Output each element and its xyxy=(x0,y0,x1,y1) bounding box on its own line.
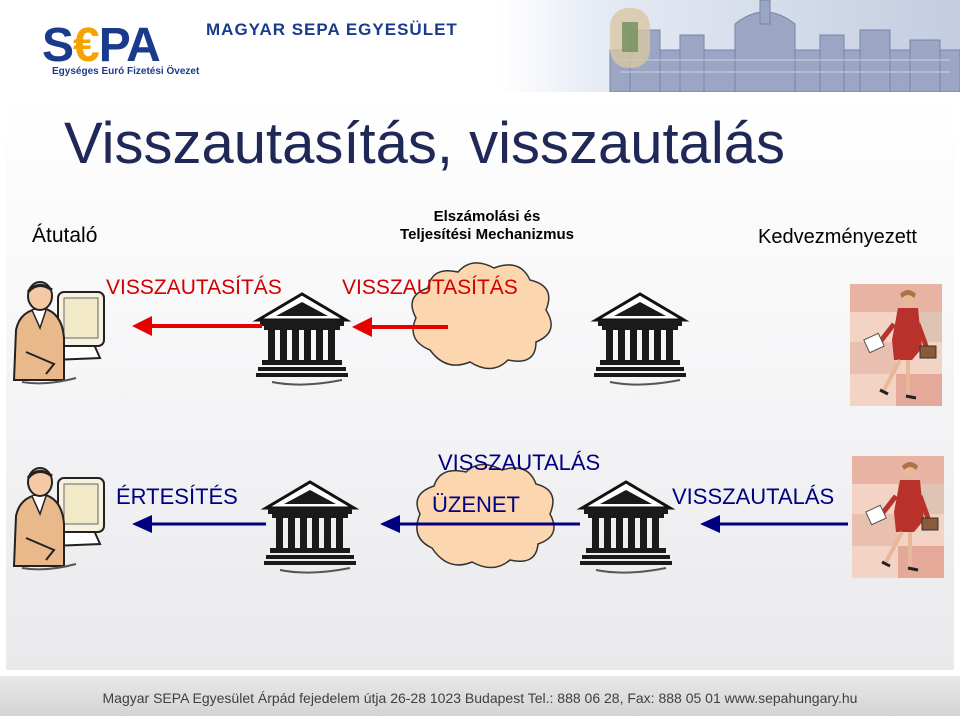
person-at-computer-icon xyxy=(14,282,104,383)
label-return-right: VISSZAUTALÁS xyxy=(672,484,834,510)
label-reject-mid: VISSZAUTASÍTÁS xyxy=(342,276,518,300)
bank-building-icon xyxy=(594,294,686,385)
blue-arrow-notify xyxy=(132,515,266,533)
bank-building-icon xyxy=(580,482,672,573)
person-at-computer-icon xyxy=(14,468,104,569)
blue-arrow-return-right xyxy=(700,515,848,533)
label-notification: ÉRTESÍTÉS xyxy=(116,484,238,510)
footer-contact-text: Magyar SEPA Egyesület Árpád fejedelem út… xyxy=(0,690,960,706)
label-reject-left: VISSZAUTASÍTÁS xyxy=(106,276,282,300)
label-message-cloud: ÜZENET xyxy=(432,492,520,518)
bank-building-icon xyxy=(264,482,356,573)
label-return-top: VISSZAUTALÁS xyxy=(438,450,600,476)
walking-woman-icon xyxy=(852,456,944,578)
bank-building-icon xyxy=(256,294,348,385)
walking-woman-icon xyxy=(850,284,942,406)
red-arrow-reject-1 xyxy=(132,316,262,336)
